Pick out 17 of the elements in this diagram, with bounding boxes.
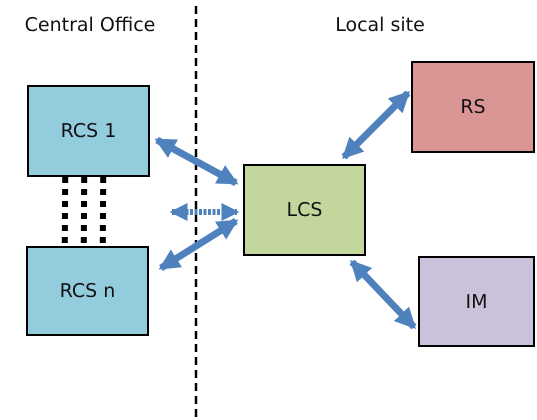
box-label: LCS [286,199,322,221]
double-arrow [342,90,410,160]
box-label: IM [466,290,488,312]
section-heading: Local site [335,14,425,36]
double-arrow [158,218,238,271]
process-box [27,85,150,177]
process-box [418,256,535,347]
process-box [26,246,149,336]
double-arrow [154,136,238,186]
process-box [411,61,535,153]
box-label: RCS 1 [60,120,116,142]
box-label: RCS n [60,280,116,302]
process-box [243,164,366,256]
box-label: RS [460,96,486,118]
double-arrow [170,203,240,221]
double-arrow [349,260,417,330]
section-heading: Central Office [24,14,156,36]
